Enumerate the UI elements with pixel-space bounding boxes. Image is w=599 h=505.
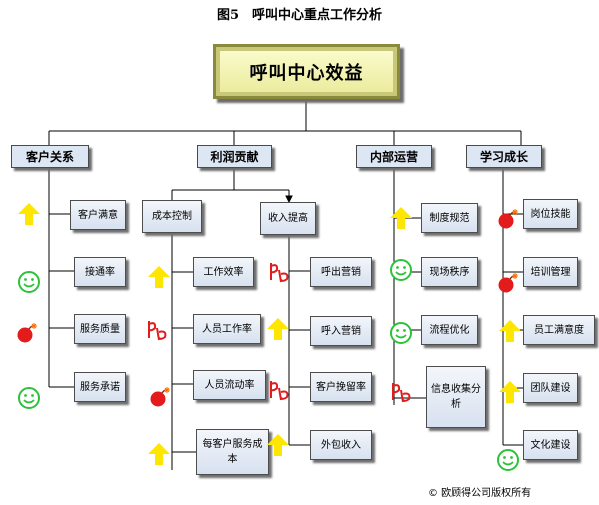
bomb-icon	[150, 387, 170, 407]
broken-trend-icon	[392, 383, 411, 403]
service-quality-box: 服务质量	[74, 314, 126, 344]
category-learning-growth: 学习成长	[466, 145, 542, 168]
category-profit-contribution: 利润贡献	[197, 145, 272, 168]
outbound-marketing-box: 呼出营销	[310, 257, 372, 287]
up-arrow-icon	[267, 318, 289, 340]
staff-work-rate-box: 人员工作率	[193, 314, 261, 344]
customer-retention-box: 客户挽留率	[310, 372, 372, 402]
customer-satisfaction-box: 客户满意	[70, 200, 126, 230]
call-center-benefit-label: 呼叫中心效益	[249, 62, 364, 84]
up-arrow-icon	[18, 203, 40, 225]
copyright-footer: © 欧顾得公司版权所有	[428, 488, 532, 499]
page-title: 图5 呼叫中心重点工作分析	[216, 8, 383, 23]
training-management-box: 培训管理	[523, 257, 578, 287]
culture-building-box: 文化建设	[523, 430, 578, 460]
team-building-box: 团队建设	[523, 373, 578, 403]
bomb-icon	[17, 323, 37, 343]
call-center-benefit-box: 呼叫中心效益	[213, 44, 400, 99]
broken-trend-icon	[270, 381, 289, 401]
smiley-icon	[390, 259, 412, 281]
smiley-icon	[390, 322, 412, 344]
category-customer-relations: 客户关系	[11, 145, 89, 168]
work-efficiency-box: 工作效率	[193, 257, 254, 287]
outsourcing-revenue-box: 外包收入	[310, 430, 372, 460]
regulations-box: 制度规范	[421, 203, 478, 233]
bomb-icon	[498, 273, 518, 293]
process-optimization-box: 流程优化	[421, 315, 478, 345]
up-arrow-icon	[148, 266, 170, 288]
staff-turnover-box: 人员流动率	[193, 370, 266, 400]
bomb-icon	[498, 209, 518, 229]
up-arrow-icon	[499, 381, 521, 403]
smiley-icon	[18, 387, 40, 409]
job-skills-box: 岗位技能	[523, 199, 578, 229]
broken-trend-icon	[270, 263, 289, 283]
inbound-marketing-box: 呼入营销	[310, 316, 372, 346]
site-order-box: 现场秩序	[421, 257, 478, 287]
connection-rate-box: 接通率	[74, 257, 126, 287]
employee-satisfaction-box: 员工满意度	[523, 315, 595, 345]
revenue-increase-box: 收入提高	[260, 202, 316, 235]
up-arrow-icon	[390, 207, 412, 229]
cost-per-customer-box: 每客户服务成本	[196, 429, 269, 475]
smiley-icon	[18, 271, 40, 293]
cost-control-box: 成本控制	[142, 200, 202, 233]
service-commitment-box: 服务承诺	[74, 372, 126, 402]
up-arrow-icon	[267, 434, 289, 456]
up-arrow-icon	[148, 443, 170, 465]
smiley-icon	[497, 449, 519, 471]
up-arrow-icon	[499, 320, 521, 342]
information-analysis-box: 信息收集分析	[426, 366, 486, 428]
category-internal-operations: 内部运营	[356, 145, 432, 168]
broken-trend-icon	[148, 321, 167, 341]
